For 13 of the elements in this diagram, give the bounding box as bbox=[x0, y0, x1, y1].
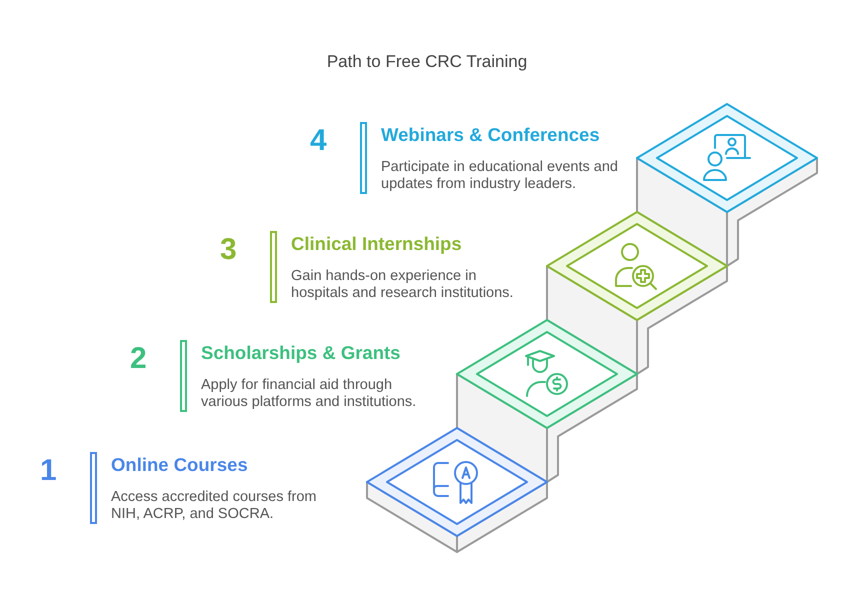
step-number: 3 bbox=[220, 233, 238, 267]
step-number: 1 bbox=[40, 454, 58, 488]
step-heading: Webinars & Conferences bbox=[381, 124, 600, 146]
step-description: Participate in educational events and updates from industry leaders. bbox=[381, 159, 619, 193]
step-heading: Clinical Internships bbox=[291, 233, 462, 255]
step-heading: Scholarships & Grants bbox=[201, 342, 400, 364]
step-description: Gain hands-on experience in hospitals and research institutions. bbox=[291, 268, 514, 302]
step-description: Access accredited courses from NIH, ACRP, and SOCRA. bbox=[111, 489, 318, 523]
step-description: Apply for financial aid through various platforms and institutions. bbox=[201, 377, 418, 411]
step-number: 2 bbox=[130, 342, 148, 376]
diagram-title: Path to Free CRC Training bbox=[326, 51, 528, 73]
step-heading: Online Courses bbox=[111, 454, 248, 476]
step-number: 4 bbox=[310, 124, 328, 158]
